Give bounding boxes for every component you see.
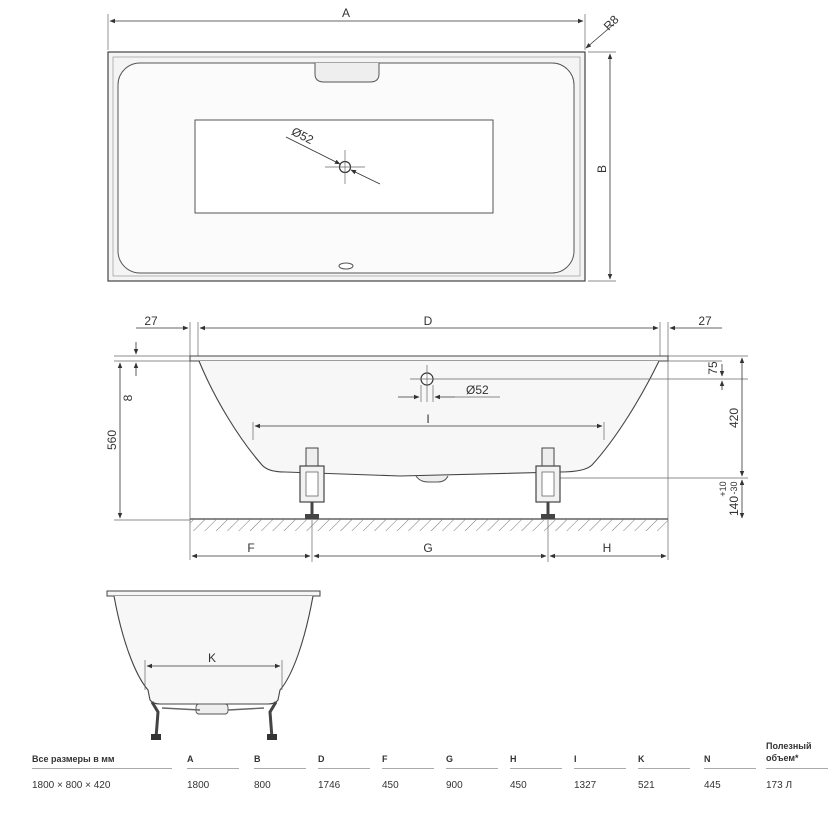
table-cell: 521 xyxy=(638,780,655,791)
dim-75-label: 75 xyxy=(706,361,720,375)
end-view: K xyxy=(106,590,321,740)
side-view: 27 D 27 Ø52 75 8 xyxy=(105,314,748,562)
dim-i-label: I xyxy=(426,412,429,426)
bathtub-technical-drawing: A R8 Ø52 B 27 xyxy=(105,6,748,740)
end-rim xyxy=(106,590,321,597)
dim-420-label: 420 xyxy=(727,408,741,428)
table-header-cell: Все размеры в мм xyxy=(32,754,172,769)
dim-r8-leader xyxy=(585,23,615,49)
dim-k-label: K xyxy=(208,651,216,665)
overflow-diameter-label: Ø52 xyxy=(466,383,489,397)
dim-h-label: H xyxy=(603,541,612,555)
dim-f-label: F xyxy=(247,541,254,555)
table-header-cell: N xyxy=(704,754,756,769)
end-leg-right xyxy=(268,701,278,739)
dimensions-table: Все размеры в мм A B D F G H I K N Полез… xyxy=(32,738,828,796)
table-cell: 173 Л xyxy=(766,780,793,791)
table-header-cell: Полезный объем* xyxy=(766,740,828,769)
table-row: 1800 × 800 × 420 1800 800 1746 450 900 4… xyxy=(32,774,822,796)
dim-r8-label: R8 xyxy=(601,12,622,33)
table-header-cell: F xyxy=(382,754,434,769)
tub-end-profile xyxy=(113,595,314,705)
table-cell: 445 xyxy=(704,780,721,791)
table-header-row: Все размеры в мм A B D F G H I K N Полез… xyxy=(32,738,828,774)
tolerance-plus-label: +10 xyxy=(718,481,728,496)
table-cell: 1746 xyxy=(318,780,341,791)
dim-b-label: B xyxy=(595,165,609,173)
dim-27-left-label: 27 xyxy=(144,314,158,328)
end-leg-left xyxy=(150,701,160,739)
table-cell: 900 xyxy=(446,780,463,791)
table-header-cell: A xyxy=(187,754,239,769)
dim-8-label: 8 xyxy=(121,394,135,401)
tub-side-profile xyxy=(198,360,660,477)
table-header-cell: B xyxy=(254,754,306,769)
dim-d-label: D xyxy=(424,314,433,328)
table-header-cell: I xyxy=(574,754,626,769)
top-view: A R8 Ø52 B xyxy=(107,6,622,282)
dim-a-label: A xyxy=(342,6,350,20)
floor-hatch xyxy=(190,519,668,531)
side-rim xyxy=(189,355,669,362)
dim-560-label: 560 xyxy=(105,430,119,450)
leg-right xyxy=(535,447,561,519)
dim-g-label: G xyxy=(423,541,432,555)
table-cell: 1800 xyxy=(187,780,210,791)
table-cell: 800 xyxy=(254,780,271,791)
table-cell: 450 xyxy=(382,780,399,791)
table-header-cell: K xyxy=(638,754,690,769)
dim-140-label: 140 xyxy=(727,496,741,516)
table-header-cell: D xyxy=(318,754,370,769)
table-cell: 1327 xyxy=(574,780,597,791)
table-header-cell: G xyxy=(446,754,498,769)
dim-27-right-label: 27 xyxy=(698,314,712,328)
table-cell: 450 xyxy=(510,780,527,791)
tolerance-minus-label: -30 xyxy=(729,481,739,494)
overflow-icon xyxy=(314,63,380,83)
leg-left xyxy=(299,447,325,519)
table-header-cell: H xyxy=(510,754,562,769)
table-cell: 1800 × 800 × 420 xyxy=(32,780,111,791)
